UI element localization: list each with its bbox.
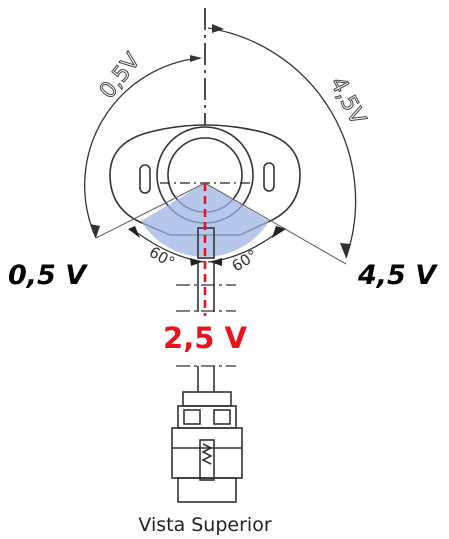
- left-arc-arrowhead: [90, 224, 100, 238]
- right-mount-slot: [263, 162, 275, 192]
- center-value-label: 2,5 V: [163, 321, 247, 355]
- active-sector: [141, 183, 269, 257]
- left-rotation-arc: [84, 57, 201, 239]
- right-arc-label: 4,5V: [325, 73, 371, 129]
- left-center-arrowhead: [190, 258, 202, 266]
- left-arc-label: 0,5V: [95, 49, 146, 104]
- caption: Vista Superior: [138, 514, 271, 536]
- left-value-label: 0,5 V: [8, 260, 88, 291]
- left-limit-line: [95, 182, 206, 239]
- right-arc-arrowhead: [340, 243, 351, 258]
- right-limit-line: [204, 182, 347, 265]
- right-angle-arrowhead: [272, 226, 286, 238]
- right-rotation-arc: [207, 27, 357, 259]
- right-arc-arrowhead-top: [212, 24, 224, 33]
- left-mount-slot: [139, 164, 151, 194]
- left-angle-arrowhead: [128, 226, 140, 238]
- left-arc-arrowhead-top: [190, 55, 202, 62]
- right-value-label: 4,5 V: [357, 260, 438, 291]
- right-center-arrowhead: [210, 258, 222, 266]
- connector: [171, 391, 243, 503]
